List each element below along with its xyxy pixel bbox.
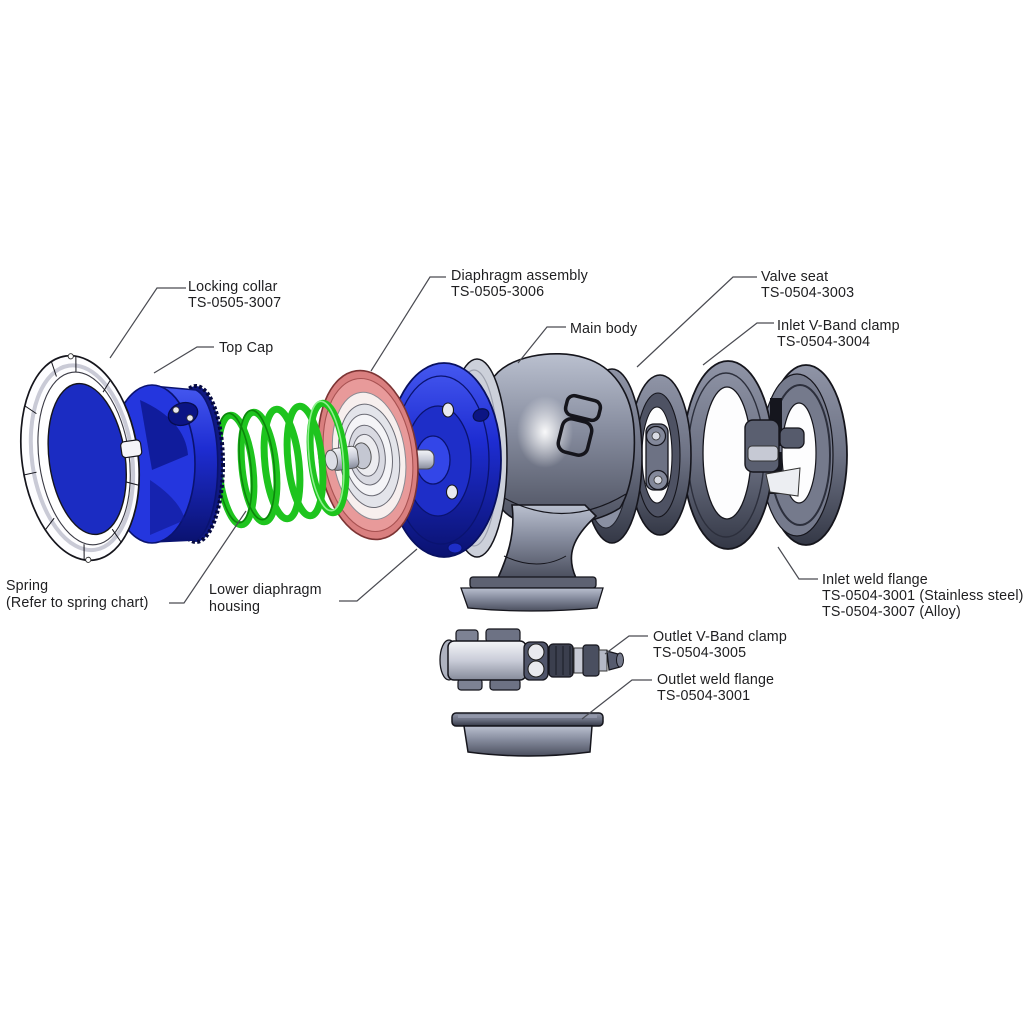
outlet-vband-clamp xyxy=(439,628,624,691)
housing-bolt-hole xyxy=(441,402,455,418)
leader-inlet-vband-clamp xyxy=(702,322,774,366)
spring-coil xyxy=(260,405,304,523)
leader-outlet-vband-clamp xyxy=(604,635,648,655)
label-inlet-vband-clamp: Inlet V-Band clamp TS-0504-3004 xyxy=(777,318,904,350)
housing-bolt-hole xyxy=(445,484,459,500)
leader-valve-seat xyxy=(636,276,757,368)
leader-locking-collar xyxy=(109,287,186,359)
clamp-band xyxy=(447,640,527,681)
spring-coil xyxy=(283,402,327,520)
valve-seat xyxy=(628,374,692,536)
collar-lug xyxy=(120,439,143,459)
top-cap xyxy=(108,384,225,544)
label-diaphragm-assembly: Diaphragm assembly TS-0505-3006 xyxy=(451,268,592,300)
label-main-body: Main body xyxy=(570,321,638,337)
clamp-trunnion xyxy=(527,643,545,661)
main-body-outlet-lip xyxy=(469,576,597,589)
label-outlet-weld-flange: Outlet weld flange TS-0504-3001 xyxy=(657,672,778,704)
label-valve-seat: Valve seat TS-0504-3003 xyxy=(761,269,854,301)
spring-coil xyxy=(306,399,350,517)
label-top-cap: Top Cap xyxy=(219,340,273,356)
spring-coil xyxy=(237,408,281,526)
tbolt-mechanism xyxy=(744,398,805,497)
locking-collar xyxy=(19,353,143,563)
label-inlet-weld-flange: Inlet weld flange TS-0504-3001 (Stainles… xyxy=(822,572,1024,620)
main-body xyxy=(460,352,643,612)
label-lower-diaphragm-housing: Lower diaphragm housing xyxy=(209,582,326,615)
inlet-weld-flange xyxy=(760,364,848,546)
main-body-outlet-tube xyxy=(496,504,598,579)
leader-inlet-weld-flange xyxy=(777,546,818,580)
labels: Locking collar TS-0505-3007 Top Cap Diap… xyxy=(6,268,1024,704)
flange-body xyxy=(463,725,593,757)
leader-outlet-weld-flange xyxy=(581,679,652,720)
collar-notches xyxy=(23,356,139,560)
leader-main-body xyxy=(517,326,566,364)
clamp-bolt-knurl xyxy=(548,643,574,678)
leader-spring xyxy=(169,510,247,604)
leader-lines xyxy=(109,276,818,720)
leader-top-cap xyxy=(153,346,214,374)
outlet-weld-flange xyxy=(451,712,604,757)
leader-lower-diaphragm-housing xyxy=(339,548,418,602)
inlet-vband-clamp xyxy=(682,360,805,550)
clamp-trunnion xyxy=(527,660,545,678)
leader-diaphragm-assembly xyxy=(370,276,446,372)
label-outlet-vband-clamp: Outlet V-Band clamp TS-0504-3005 xyxy=(653,629,791,661)
label-spring: Spring (Refer to spring chart) xyxy=(6,578,149,611)
main-body-logo xyxy=(556,393,603,457)
label-locking-collar: Locking collar TS-0505-3007 xyxy=(188,279,282,311)
flange-lip xyxy=(451,712,604,727)
